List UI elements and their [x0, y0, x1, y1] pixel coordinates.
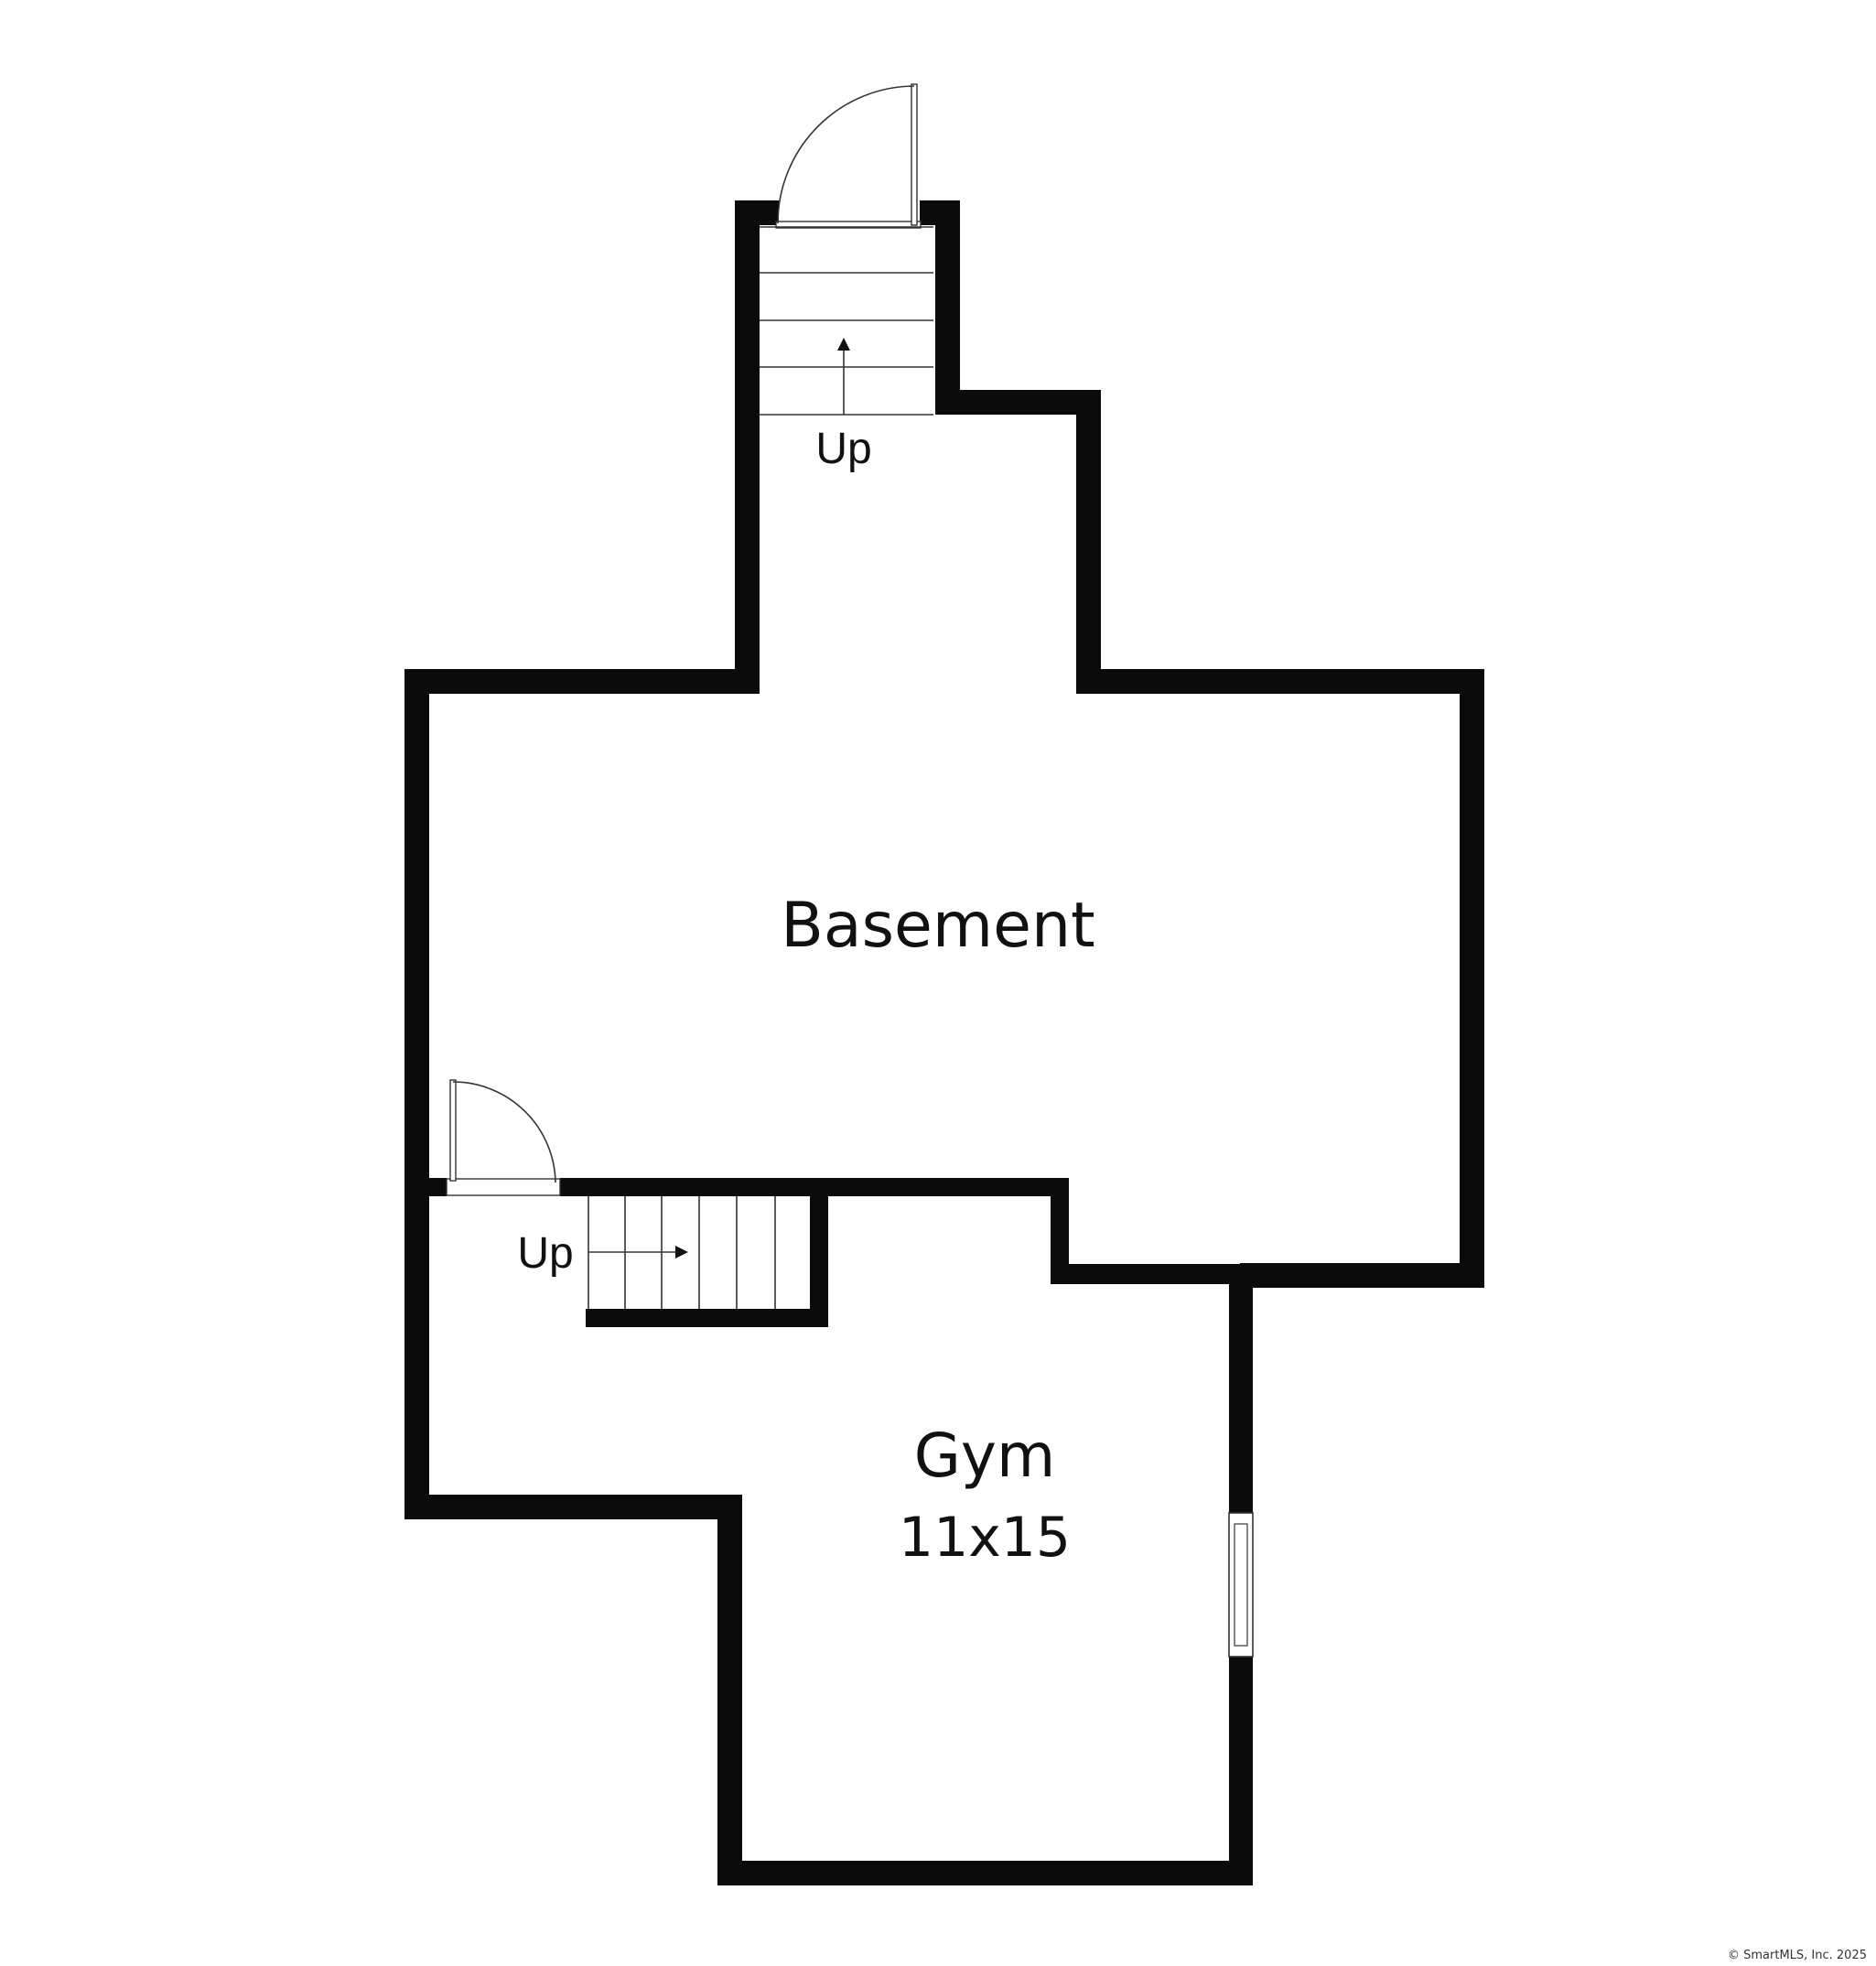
room-dimensions-gym: 11x15	[899, 1506, 1071, 1570]
room-label-basement: Basement	[781, 890, 1094, 962]
basement-door	[446, 1079, 561, 1196]
room-label-gym: Gym	[914, 1420, 1056, 1491]
wall-partition-drop	[1051, 1178, 1069, 1284]
stairs-up-label-lower: Up	[517, 1229, 573, 1278]
walls	[404, 200, 1484, 1885]
wall-stair-right	[935, 200, 960, 413]
wall-basement-left	[404, 669, 429, 1519]
wall-stair2-right	[810, 1178, 828, 1327]
wall-gym-top	[1052, 1264, 1252, 1284]
stairs-lower	[588, 1196, 776, 1309]
gym-window	[1228, 1512, 1254, 1658]
arrow-right-icon	[675, 1246, 688, 1258]
entry-door	[775, 83, 922, 229]
copyright-credit: © SmartMLS, Inc. 2025	[1727, 1949, 1867, 1962]
wall-stair-left	[735, 200, 760, 693]
stairs-up-label-top: Up	[815, 425, 871, 473]
wall-basement-top-right	[1076, 669, 1484, 694]
wall-gym-bottom	[717, 1861, 1253, 1885]
wall-basement-top-left	[404, 669, 760, 694]
wall-partition-stub-left	[416, 1178, 447, 1196]
wall-basement-bottom-right	[1240, 1263, 1484, 1288]
wall-basement-right	[1460, 669, 1484, 1287]
wall-gym-left	[717, 1495, 742, 1885]
arrow-up-icon	[837, 338, 850, 351]
wall-gym-right-lower	[1229, 1657, 1253, 1885]
wall-lower-left	[404, 1495, 742, 1519]
wall-gym-right-upper	[1229, 1275, 1253, 1513]
wall-notch-top	[935, 390, 1101, 415]
wall-stair2-bottom	[586, 1309, 828, 1327]
stairs-top	[760, 226, 933, 416]
wall-notch-right	[1076, 390, 1101, 693]
